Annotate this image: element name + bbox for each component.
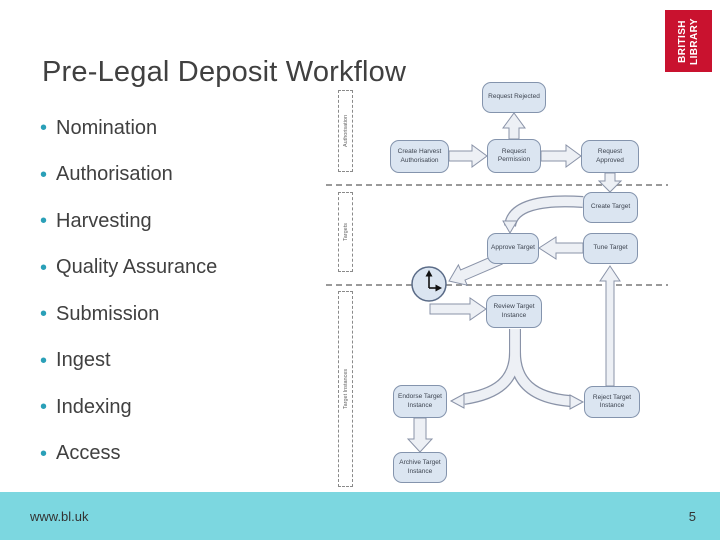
arrow-permission-to-approved <box>540 144 582 168</box>
node-review-target-instance: Review Target Instance <box>486 295 542 328</box>
bullet-list: • Nomination • Authorisation • Harvesting •… <box>40 116 218 490</box>
node-request-permission: Request Permission <box>487 139 541 173</box>
node-reject-target-instance: Reject Target Instance <box>584 386 640 418</box>
arrow-approve-to-schedule <box>448 253 503 286</box>
list-item: • Quality Assurance <box>40 256 218 279</box>
bullet-icon: • <box>40 256 48 279</box>
bullet-label: Submission <box>56 302 160 325</box>
node-approve-target: Approve Target <box>487 233 539 264</box>
bullet-icon: • <box>40 163 48 186</box>
list-item: • Authorisation <box>40 163 217 186</box>
node-create-target: Create Target <box>583 192 638 223</box>
lane-divider <box>326 184 668 186</box>
slide-footer: www.bl.uk 5 <box>0 492 720 540</box>
swimlane-target-instances: Target Instances <box>338 291 353 487</box>
connector-arrows <box>406 112 623 453</box>
arrowhead-left-icon <box>449 393 465 409</box>
node-archive-target-instance: Archive Target Instance <box>393 452 447 483</box>
arrow-permission-to-rejected <box>502 112 526 140</box>
bullet-label: Indexing <box>56 395 132 418</box>
bullet-label: Harvesting <box>56 209 152 232</box>
arrow-approved-to-create-target <box>597 172 623 193</box>
british-library-logo: BRITISH LIBRARY <box>665 10 712 72</box>
bullet-icon: • <box>40 442 48 465</box>
list-item: • Nomination <box>40 116 217 139</box>
bullet-icon: • <box>40 303 48 325</box>
bullet-icon: • <box>40 396 48 418</box>
list-item: • Harvesting <box>40 209 217 232</box>
bullet-label: Quality Assurance <box>56 256 218 278</box>
node-endorse-target-instance: Endorse Target Instance <box>393 385 447 418</box>
list-item: • Indexing <box>40 395 217 418</box>
arrow-reject-to-tune <box>599 265 621 387</box>
swimlane-authorisation: Authorisation <box>338 90 353 172</box>
arrowhead-right-icon <box>569 394 585 410</box>
page-number: 5 <box>688 508 696 524</box>
bullet-label: Nomination <box>56 116 158 139</box>
bullet-icon: • <box>40 210 48 232</box>
node-request-approved: Request Approved <box>581 140 639 173</box>
footer-url: www.bl.uk <box>30 508 89 524</box>
bullet-label: Authorisation <box>56 163 173 185</box>
list-item: • Access <box>40 442 217 465</box>
node-tune-target: Tune Target <box>583 233 638 264</box>
lane-divider <box>326 284 668 286</box>
list-item: • Ingest <box>40 349 217 372</box>
bullet-icon: • <box>40 117 48 139</box>
arrow-schedule-to-review <box>429 297 487 321</box>
schedule-clock-icon <box>411 266 447 302</box>
list-item: • Submission <box>40 302 217 325</box>
bullet-label: Ingest <box>56 349 111 371</box>
arrow-harvest-to-permission <box>448 144 488 168</box>
node-request-rejected: Request Rejected <box>482 82 546 113</box>
arrow-tune-to-approve <box>538 236 584 260</box>
arrowhead-down-icon <box>502 220 518 234</box>
arrow-endorse-to-archive <box>406 417 434 453</box>
bullet-icon: • <box>40 349 48 372</box>
page-title: Pre-Legal Deposit Workflow <box>42 56 407 88</box>
swimlane-targets: Targets <box>338 192 353 272</box>
bullet-label: Access <box>56 442 121 464</box>
node-create-harvest-authorisation: Create Harvest Authorisation <box>390 140 449 173</box>
